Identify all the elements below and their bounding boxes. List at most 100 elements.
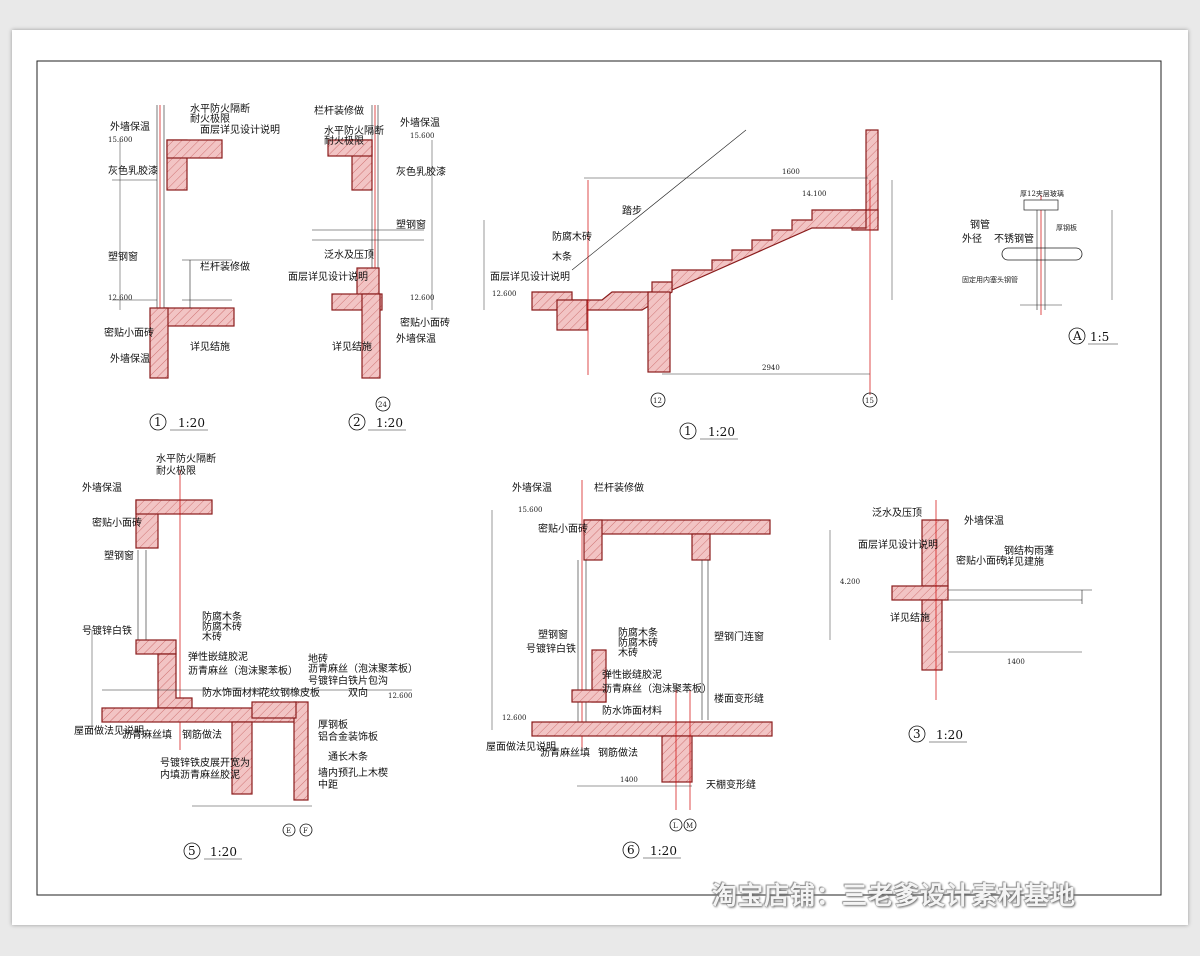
axis-tag: F — [303, 827, 308, 835]
label: 面层详见设计说明 — [858, 538, 938, 551]
label: 沥青麻丝（泡沫聚苯板） — [188, 664, 298, 677]
detail-scale: 1:20 — [650, 844, 677, 858]
elevation: 15.600 — [410, 132, 435, 140]
label: 防腐木条 — [618, 626, 658, 639]
label: 外墙保温 — [110, 120, 150, 133]
label: 详见结施 — [190, 340, 230, 353]
label: 木条 — [552, 250, 572, 263]
label: 面层详见设计说明 — [288, 270, 368, 283]
label: 楼面变形缝 — [714, 692, 764, 705]
label: 双向 — [348, 686, 368, 699]
label: 密贴小面砖 — [104, 326, 154, 339]
label: 外径 — [962, 232, 982, 245]
label: 号镀锌铁皮展开宽为 — [160, 756, 250, 769]
detail-6: 外墙保温 栏杆装修做 密贴小面砖 塑钢门连窗 塑钢窗 防腐木条 防腐木砖 号镀锌… — [486, 480, 773, 859]
label: 栏杆装修做 — [200, 260, 250, 273]
label: 塑钢窗 — [108, 250, 138, 263]
elevation: 14.100 — [802, 190, 827, 198]
label: 防腐木条 — [202, 610, 242, 623]
label: 沥青麻丝填 — [122, 728, 172, 741]
label: 钢筋做法 — [598, 746, 638, 759]
label: 耐火极限 — [324, 134, 364, 147]
detail-scale: 1:20 — [178, 416, 205, 430]
detail-number: 3 — [913, 727, 921, 741]
label: 防水饰面材料 — [602, 704, 662, 717]
detail-number: 5 — [188, 844, 196, 858]
label: 防腐木砖 — [618, 636, 658, 649]
dim: 1600 — [782, 168, 800, 176]
label: 塑钢窗 — [538, 628, 568, 641]
label: 屋面做法见说明 — [74, 724, 144, 737]
label: 水平防火隔断 — [190, 102, 250, 115]
label: 木砖 — [618, 646, 638, 659]
label: 厚钢板 — [318, 718, 348, 731]
detail-scale: 1:20 — [936, 728, 963, 742]
label: 塑钢窗 — [396, 218, 426, 231]
detail-a: 厚12夹层玻璃 钢管 厚钢板 外径 不锈钢管 固定用内塞头钢管 A 1:5 — [962, 189, 1118, 345]
label: 详见结施 — [332, 340, 372, 353]
detail-number: A — [1072, 329, 1082, 343]
label: 号镀锌白铁 — [526, 642, 576, 655]
elevation: 12.600 — [108, 294, 133, 302]
label: 沥青麻丝（泡沫聚苯板） — [602, 682, 712, 695]
label: 中距 — [318, 778, 338, 791]
axis-tag: E — [286, 827, 291, 835]
detail-scale: 1:5 — [1090, 330, 1109, 344]
detail-number: 6 — [627, 843, 635, 857]
label: 钢管 — [970, 218, 990, 231]
dim: 1400 — [620, 776, 638, 784]
axis-tag: L — [673, 822, 678, 830]
label: 弹性嵌缝胶泥 — [188, 650, 248, 663]
label: 外墙保温 — [964, 514, 1004, 527]
axis-tag: 24 — [378, 401, 387, 409]
drawing-sheet: 外墙保温 水平防火隔断 耐火极限 面层详见设计说明 灰色乳胶漆 塑钢窗 栏杆装修… — [12, 30, 1188, 925]
label: 水平防火隔断 — [156, 452, 216, 465]
label: 栏杆装修做 — [314, 104, 364, 117]
label: 厚钢板 — [1056, 223, 1077, 232]
label: 密贴小面砖 — [92, 516, 142, 529]
detail-1: 外墙保温 水平防火隔断 耐火极限 面层详见设计说明 灰色乳胶漆 塑钢窗 栏杆装修… — [104, 102, 280, 431]
label: 不锈钢管 — [994, 232, 1034, 245]
elevation: 12.600 — [492, 290, 517, 298]
detail-5: 水平防火隔断 耐火极限 外墙保温 密贴小面砖 塑钢窗 防腐木条 防腐木砖 号镀锌… — [74, 452, 418, 860]
label: 防腐木砖 — [202, 620, 242, 633]
label: 木砖 — [202, 630, 222, 643]
label: 泛水及压顶 — [872, 507, 922, 519]
elevation: 4.200 — [840, 578, 860, 586]
label: 钢筋做法 — [182, 728, 222, 741]
label: 面层详见设计说明 — [490, 270, 570, 283]
label: 密贴小面砖 — [400, 316, 450, 329]
label: 水平防火隔断 — [324, 124, 384, 137]
label: 号镀锌白铁片包沟 — [308, 674, 388, 687]
label: 铝合金装饰板 — [318, 730, 378, 743]
label: 密贴小面砖 — [538, 522, 588, 535]
label: 塑钢门连窗 — [714, 630, 764, 643]
label: 详见建施 — [1004, 555, 1044, 568]
dim: 2940 — [762, 364, 780, 372]
elevation: 15.600 — [108, 136, 133, 144]
label: 外墙保温 — [512, 481, 552, 494]
label: 天棚变形缝 — [706, 778, 756, 791]
axis-tag: 15 — [865, 397, 874, 405]
label: 泛水及压顶 — [324, 249, 374, 261]
label: 塑钢窗 — [104, 549, 134, 562]
label: 密贴小面砖 — [956, 554, 1006, 567]
cad-drawing: 外墙保温 水平防火隔断 耐火极限 面层详见设计说明 灰色乳胶漆 塑钢窗 栏杆装修… — [36, 60, 1162, 896]
label: 灰色乳胶漆 — [108, 164, 158, 177]
detail-number: 2 — [353, 415, 361, 429]
detail-stair: 1600 2940 踏步 防腐木砖 木条 面层详见设计说明 14.100 12.… — [483, 129, 893, 440]
detail-scale: 1:20 — [708, 425, 735, 439]
label: 详见结施 — [890, 611, 930, 624]
label: 厚12夹层玻璃 — [1020, 189, 1064, 198]
label: 屋面做法见说明 — [486, 740, 556, 753]
label: 固定用内塞头钢管 — [962, 275, 1018, 284]
label: 沥青麻丝填 — [540, 746, 590, 759]
label: 内填沥青麻丝胶泥 — [160, 768, 240, 781]
label: 钢结构雨蓬 — [1004, 544, 1054, 557]
elevation: 12.600 — [502, 714, 527, 722]
label: 号镀锌白铁 — [82, 624, 132, 637]
detail-scale: 1:20 — [210, 845, 237, 859]
label: 墙内预孔上木楔 — [318, 766, 388, 779]
detail-number: 1 — [684, 424, 692, 438]
label: 栏杆装修做 — [594, 481, 644, 494]
